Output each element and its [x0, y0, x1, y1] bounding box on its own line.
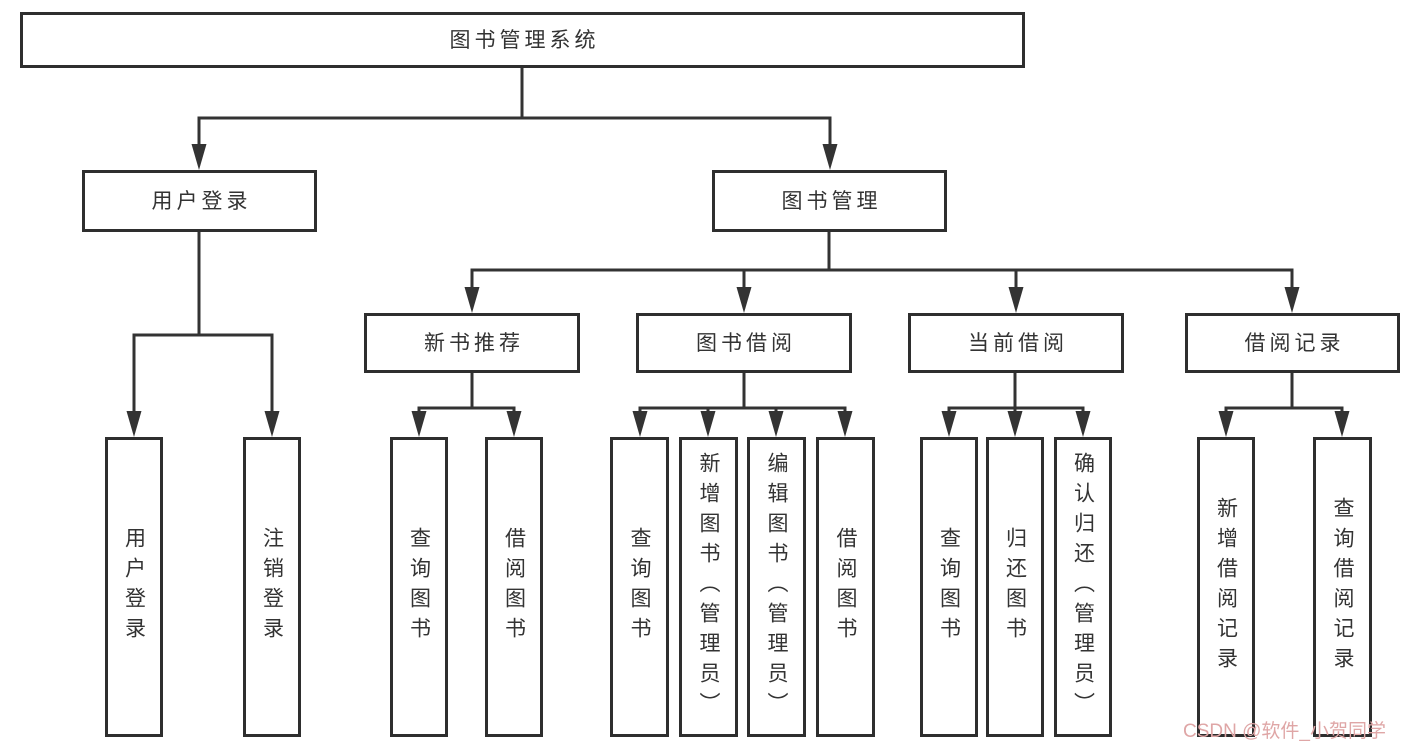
leaf-confirm-return-admin: 确认归还（管理员）	[1054, 437, 1112, 737]
leaf-label: 新增借阅记录	[1214, 497, 1238, 677]
leaf-borrow-book-recommend: 借阅图书	[485, 437, 543, 737]
leaf-logout: 注销登录	[243, 437, 301, 737]
leaf-label: 查询借阅记录	[1331, 497, 1354, 677]
leaf-label: 注销登录	[260, 527, 284, 647]
node-label: 借阅记录	[1244, 331, 1345, 355]
arrowheads	[126, 144, 1350, 437]
leaf-label: 借阅图书	[502, 527, 526, 647]
leaf-label: 借阅图书	[834, 527, 857, 647]
node-current-borrowing: 当前借阅	[908, 313, 1124, 373]
csdn-watermark: CSDN @软件_小贺同学	[1183, 721, 1386, 742]
node-library-management-system: 图书管理系统	[20, 12, 1025, 68]
leaf-label: 编辑图书（管理员）	[765, 452, 788, 722]
node-book-management: 图书管理	[712, 170, 947, 232]
leaf-label: 查询图书	[407, 527, 431, 647]
leaf-return-book: 归还图书	[986, 437, 1044, 737]
leaf-label: 归还图书	[1003, 527, 1027, 647]
leaf-add-book-admin: 新增图书（管理员）	[679, 437, 738, 737]
node-label: 新书推荐	[424, 331, 524, 355]
node-label: 图书管理	[781, 189, 882, 213]
leaf-query-book-recommend: 查询图书	[390, 437, 448, 737]
leaf-label: 确认归还（管理员）	[1071, 452, 1095, 722]
leaf-query-book-borrowing: 查询图书	[610, 437, 669, 737]
node-book-borrowing: 图书借阅	[636, 313, 852, 373]
leaf-label: 查询图书	[628, 527, 651, 647]
node-borrowing-records: 借阅记录	[1185, 313, 1400, 373]
node-label: 图书借阅	[696, 331, 796, 355]
node-user-login: 用户登录	[82, 170, 317, 232]
leaf-edit-book-admin: 编辑图书（管理员）	[747, 437, 806, 737]
leaf-borrow-book: 借阅图书	[816, 437, 875, 737]
node-label: 图书管理系统	[449, 28, 600, 52]
node-label: 当前借阅	[968, 331, 1068, 355]
leaf-add-borrow-record: 新增借阅记录	[1197, 437, 1255, 737]
leaf-query-borrow-record: 查询借阅记录	[1313, 437, 1372, 737]
node-label: 用户登录	[151, 189, 252, 213]
node-new-book-recommendation: 新书推荐	[364, 313, 580, 373]
leaf-label: 查询图书	[937, 527, 961, 647]
leaf-label: 新增图书（管理员）	[697, 452, 720, 722]
leaf-label: 用户登录	[122, 527, 146, 647]
leaf-user-login: 用户登录	[105, 437, 163, 737]
leaf-query-book-current: 查询图书	[920, 437, 978, 737]
